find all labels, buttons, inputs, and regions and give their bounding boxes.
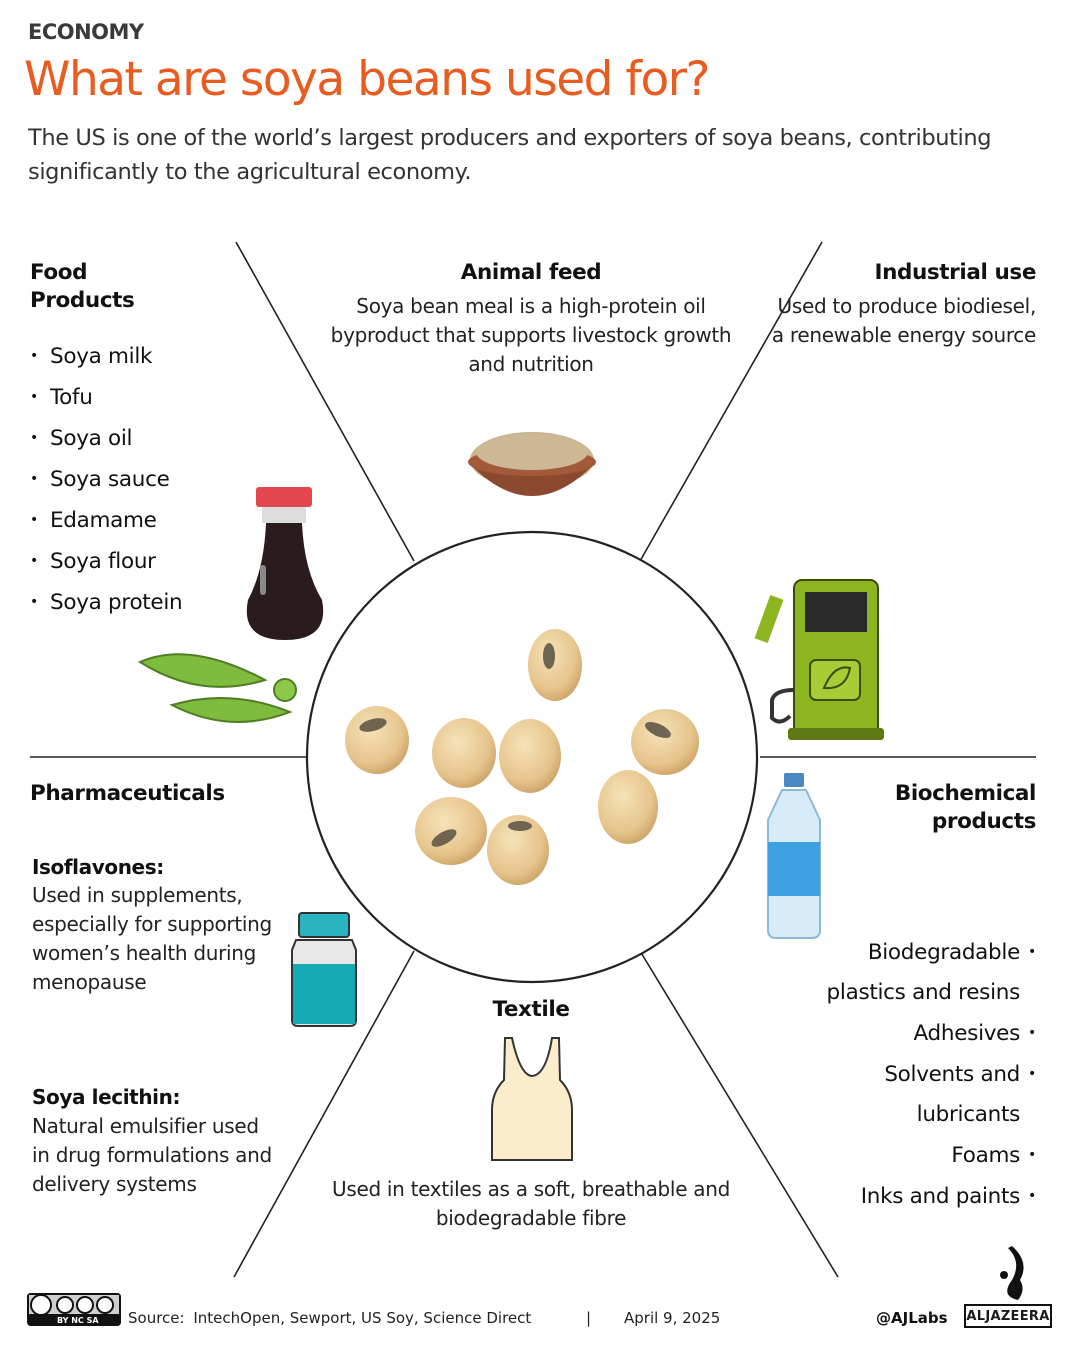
list-item: •Soya protein — [30, 590, 183, 615]
edamame-illustration — [137, 653, 297, 723]
footer-source: Source: IntechOpen, Sewport, US Soy, Sci… — [128, 1309, 535, 1327]
cc-license-badge[interactable]: BY NC SA — [27, 1293, 121, 1326]
industrial-heading: Industrial use — [874, 260, 1037, 285]
aljazeera-logo-mark — [1000, 1246, 1024, 1300]
list-item: Solvents and• — [884, 1062, 1036, 1087]
industrial-text: Used to produce biodiesel, a renewable e… — [771, 294, 1036, 347]
lecithin-text: Natural emulsifier used in drug formulat… — [32, 1114, 272, 1196]
footer-separator: | — [586, 1309, 592, 1327]
soybeans-illustration — [345, 629, 699, 885]
textile-text: Used in textiles as a soft, breathable a… — [332, 1177, 730, 1230]
footer-handle[interactable]: @AJLabs — [876, 1309, 948, 1327]
lecithin-heading: Soya lecithin: — [32, 1085, 181, 1109]
list-item: •Tofu — [30, 385, 93, 410]
food-list: •Soya milk •Tofu •Soya oil •Soya sauce •… — [30, 336, 183, 623]
meal-bowl-illustration — [468, 432, 596, 496]
pharmaceuticals-heading: Pharmaceuticals — [30, 781, 225, 806]
source-text: IntechOpen, Sewport, US Soy, Science Dir… — [193, 1309, 532, 1327]
page-title: What are soya beans used for? — [24, 52, 710, 107]
animal-feed-text: Soya bean meal is a high-protein oil byp… — [330, 294, 732, 376]
soy-sauce-bottle-illustration — [246, 487, 324, 640]
list-item: •Soya sauce — [30, 467, 170, 492]
textile-heading: Textile — [492, 997, 570, 1022]
tank-top-illustration — [491, 1037, 573, 1161]
biochemical-heading: Biochemical products — [894, 781, 1037, 834]
brand-wordmark[interactable]: ALJAZEERA — [964, 1304, 1052, 1328]
cc-license-icon: BY NC SA — [27, 1293, 121, 1326]
list-item: lubricants — [916, 1102, 1021, 1127]
list-item: Adhesives• — [913, 1021, 1037, 1046]
list-item: Biodegradable• — [867, 940, 1036, 965]
plastic-bottle-illustration — [767, 773, 821, 939]
food-heading: Food Products — [30, 260, 135, 313]
isoflavones-heading: Isoflavones: — [32, 855, 164, 879]
svg-text:BY NC SA: BY NC SA — [57, 1316, 99, 1325]
section-tag: ECONOMY — [28, 20, 144, 44]
list-item: Foams• — [951, 1143, 1036, 1168]
list-item: •Soya milk — [30, 344, 153, 369]
fuel-pump-illustration — [754, 579, 884, 740]
list-item: plastics and resins — [826, 980, 1021, 1005]
medicine-bottle-illustration — [291, 912, 357, 1027]
biochemical-list: Biodegradable• plastics and resins Adhes… — [760, 932, 1037, 1217]
isoflavones-text: Used in supplements, especially for supp… — [32, 883, 272, 994]
page-subtitle: The US is one of the world’s largest pro… — [28, 125, 992, 185]
list-item: •Soya flour — [30, 549, 156, 574]
divider-lines — [30, 241, 1036, 1278]
animal-feed-heading: Animal feed — [460, 260, 602, 285]
list-item: •Edamame — [30, 508, 157, 533]
list-item: Inks and paints• — [860, 1184, 1037, 1209]
source-label: Source: — [128, 1309, 185, 1327]
footer-date: April 9, 2025 — [624, 1309, 721, 1327]
list-item: •Soya oil — [30, 426, 133, 451]
